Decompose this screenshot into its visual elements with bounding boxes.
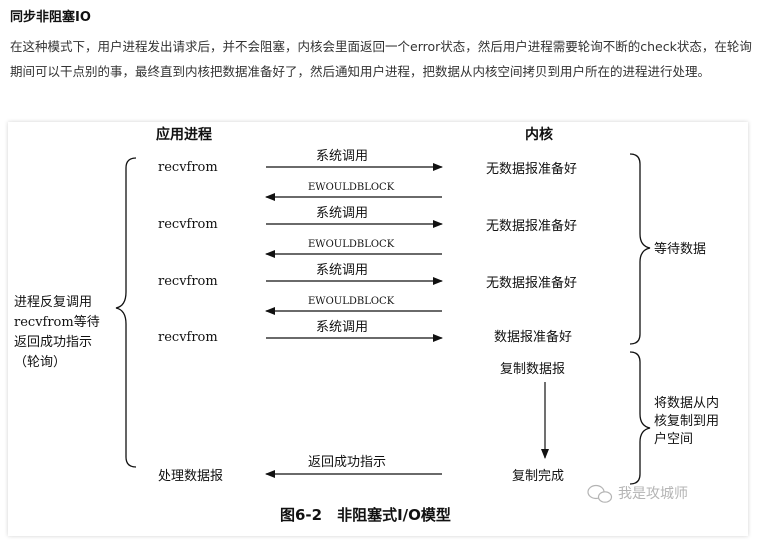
- figure-caption: 图6-2 非阻塞式I/O模型: [280, 506, 451, 524]
- header-kernel: 内核: [525, 126, 553, 143]
- nonblocking-io-diagram: 应用进程 内核 进程反复调用 recvfrom等待 返回成功指示 （轮询） re…: [14, 126, 719, 524]
- right-copy-line-1: 将数据从内: [654, 395, 719, 411]
- return-label: 返回成功指示: [308, 455, 386, 470]
- right-wait-label: 等待数据: [654, 241, 706, 257]
- reply-label-1: EWOULDBLOCK: [308, 182, 395, 193]
- call-label-1: 系统调用: [316, 149, 368, 164]
- app-recvfrom-3: recvfrom: [158, 274, 218, 289]
- reply-label-3: EWOULDBLOCK: [308, 296, 395, 307]
- watermark-text: 我是攻城师: [618, 486, 688, 502]
- kernel-state-4: 数据报准备好: [494, 329, 572, 345]
- left-brace-line-2: recvfrom等待: [14, 314, 100, 330]
- article-title: 同步非阻塞IO: [10, 10, 91, 25]
- kernel-state-2: 无数据报准备好: [486, 218, 577, 234]
- right-brace-wait: [629, 153, 651, 345]
- copy-done-label: 复制完成: [512, 469, 564, 484]
- left-brace-line-1: 进程反复调用: [14, 295, 92, 310]
- kernel-state-3: 无数据报准备好: [486, 275, 577, 291]
- right-copy-line-3: 户空间: [654, 431, 693, 447]
- right-copy-line-2: 核复制到用: [654, 414, 719, 429]
- watermark: 我是攻城师: [587, 484, 688, 503]
- left-brace-line-4: （轮询）: [14, 355, 66, 370]
- call-label-4: 系统调用: [316, 320, 368, 335]
- app-recvfrom-2: recvfrom: [158, 217, 218, 232]
- call-label-3: 系统调用: [316, 263, 368, 278]
- app-recvfrom-4: recvfrom: [158, 330, 218, 345]
- header-app: 应用进程: [156, 126, 212, 143]
- reply-label-2: EWOULDBLOCK: [308, 239, 395, 250]
- process-label: 处理数据报: [158, 469, 223, 484]
- right-brace-copy: [629, 351, 651, 485]
- app-recvfrom-1: recvfrom: [158, 160, 218, 175]
- kernel-state-1: 无数据报准备好: [486, 161, 577, 177]
- copy-start-label: 复制数据报: [500, 362, 565, 377]
- wechat-icon: [587, 484, 613, 503]
- left-brace: [115, 157, 137, 468]
- figure-card: 应用进程 内核 进程反复调用 recvfrom等待 返回成功指示 （轮询） re…: [8, 122, 748, 536]
- article-paragraph: 在这种模式下，用户进程发出请求后，并不会阻塞，内核会里面返回一个error状态，…: [10, 39, 752, 79]
- call-label-2: 系统调用: [316, 206, 368, 221]
- left-brace-line-3: 返回成功指示: [14, 335, 92, 350]
